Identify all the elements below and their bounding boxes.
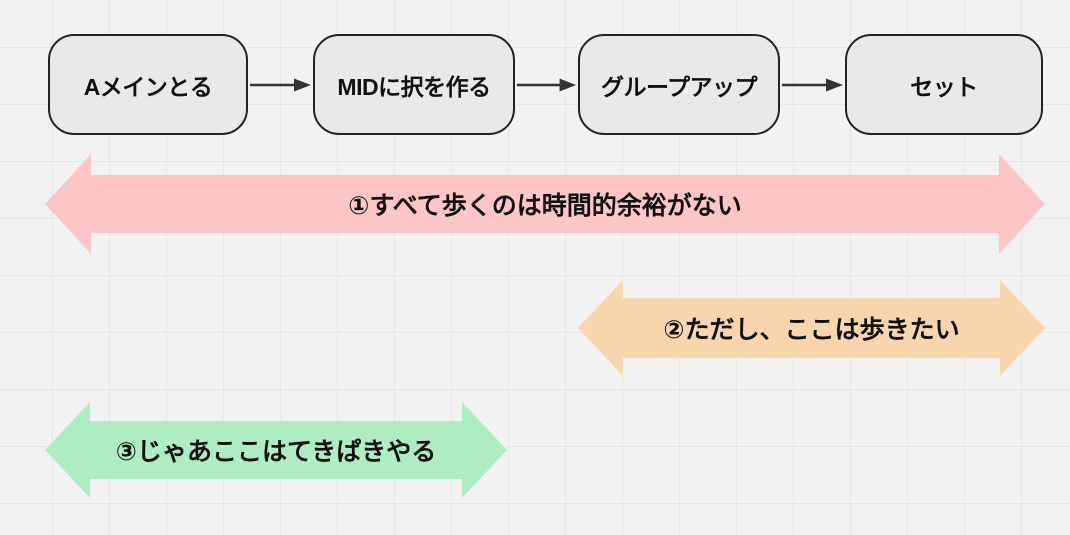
annotation-band-3[interactable]: ③じゃあここはてきぱきやる [45, 402, 507, 498]
process-box-label: グループアップ [600, 73, 758, 100]
annotation-band-1[interactable]: ①すべて歩くのは時間的余裕がない [45, 154, 1045, 254]
process-box-set[interactable]: セット [845, 34, 1043, 135]
double-headed-arrow-icon-1 [45, 154, 1045, 254]
process-box-group-up[interactable]: グループアップ [578, 34, 780, 135]
double-headed-arrow-icon-2 [578, 280, 1045, 376]
process-box-a-main[interactable]: Aメインとる [48, 34, 248, 135]
process-box-label: MIDに択を作る [337, 73, 491, 100]
connector-arrow-icon-1 [250, 78, 311, 92]
process-box-label: セット [910, 73, 978, 100]
connector-arrow-icon-3 [782, 78, 843, 92]
process-box-label: Aメインとる [83, 73, 213, 100]
double-headed-arrow-icon-3 [45, 402, 507, 498]
annotation-band-2[interactable]: ②ただし、ここは歩きたい [578, 280, 1045, 376]
connector-arrow-icon-2 [517, 78, 577, 92]
process-box-mid-choice[interactable]: MIDに択を作る [313, 34, 515, 135]
